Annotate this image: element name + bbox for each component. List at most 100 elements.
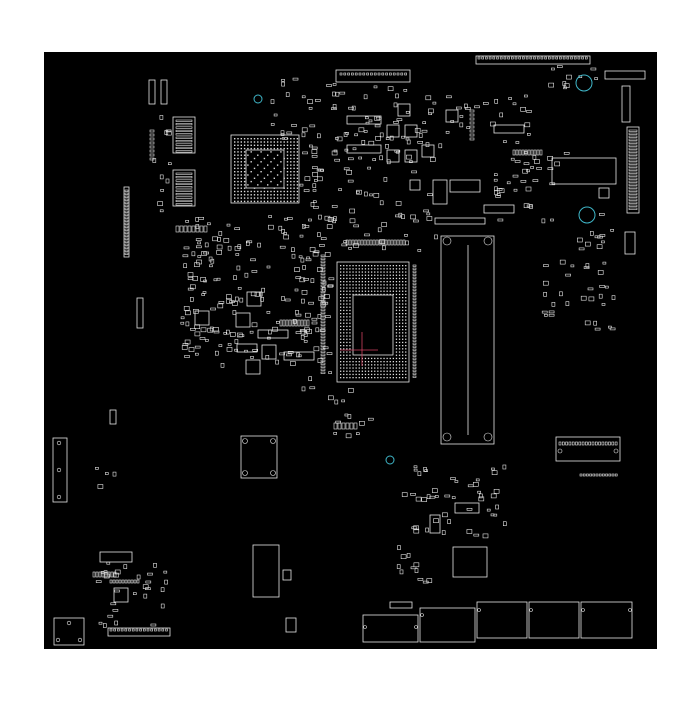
smd-part <box>267 224 274 230</box>
pin <box>320 338 326 341</box>
smd-part <box>312 183 317 188</box>
smd-part <box>254 291 261 297</box>
pin <box>320 281 326 284</box>
smd-part <box>199 337 206 340</box>
cpu-pad <box>340 293 342 296</box>
smd-part <box>379 155 384 161</box>
cpu-pad <box>405 357 407 360</box>
bga-ball <box>283 157 285 160</box>
smd-part <box>294 267 300 272</box>
cpu-pad <box>352 284 354 286</box>
pin <box>496 56 499 60</box>
cpu-pad <box>355 357 357 360</box>
cpu-pad <box>386 357 388 360</box>
smd-part <box>218 344 223 347</box>
cpu-pad <box>349 306 351 308</box>
bga-ball <box>290 138 292 140</box>
cpu-pad <box>349 313 351 315</box>
cpu-pad <box>395 322 398 324</box>
cpu-pad <box>392 268 394 270</box>
cpu-pad <box>380 377 382 379</box>
smd-part <box>252 348 258 352</box>
smd-part <box>332 83 337 86</box>
pin <box>131 628 135 632</box>
pin <box>149 137 155 141</box>
cpu-pad <box>346 335 348 337</box>
bga-ball <box>253 197 256 199</box>
pin <box>573 56 577 60</box>
smd-part <box>588 296 595 302</box>
bga-ball <box>296 161 299 163</box>
bga-ball <box>257 200 259 203</box>
pin <box>320 362 326 365</box>
smd-part <box>541 218 546 224</box>
bga-ball <box>290 161 292 163</box>
chip-left-lower <box>172 169 196 207</box>
smd-part <box>395 201 402 206</box>
bga-ball <box>234 147 236 150</box>
cpu-pad <box>398 281 401 283</box>
cpu-pad <box>377 281 379 283</box>
cpu-pad <box>340 284 342 286</box>
sq-f <box>421 144 435 158</box>
smd-part <box>150 623 157 627</box>
pin <box>175 129 193 132</box>
smd-part <box>409 160 413 163</box>
bga-ball <box>243 167 246 170</box>
bga-ball <box>250 197 252 199</box>
smd-part <box>193 308 199 314</box>
bga-ball <box>253 147 256 150</box>
pin <box>628 138 638 141</box>
smd-part <box>359 420 365 426</box>
cpu-pad <box>380 367 382 369</box>
cpu-pad <box>395 313 398 315</box>
cpu-pad <box>355 281 357 283</box>
bga-ball <box>234 161 236 163</box>
cpu-pad <box>374 281 376 283</box>
smd-part <box>332 104 337 109</box>
pin <box>412 273 417 276</box>
cpu-pad <box>371 265 373 267</box>
smd-part <box>283 232 287 235</box>
cpu-pad <box>402 319 404 321</box>
bga-ball <box>250 171 252 173</box>
pin <box>628 132 638 135</box>
pin <box>412 303 417 306</box>
smd-part <box>290 361 296 366</box>
smd-part <box>570 264 575 268</box>
cpu-pad <box>340 313 342 315</box>
cpu-pad <box>398 313 401 315</box>
pin <box>175 193 193 196</box>
bga-ball <box>273 177 275 179</box>
cpu-pad <box>346 338 348 340</box>
bga-ball <box>250 144 252 146</box>
smd-part <box>106 561 111 565</box>
bga-ball <box>276 138 279 140</box>
pin <box>107 571 111 578</box>
bga-ball <box>293 164 295 166</box>
smd-part <box>514 160 521 163</box>
pin <box>412 285 417 288</box>
cpu-pad <box>346 316 348 318</box>
pin <box>320 326 326 329</box>
cpu-pad <box>392 277 394 280</box>
bottom-port-1 <box>362 614 419 643</box>
bga-ball <box>253 141 256 143</box>
sq-b <box>404 124 418 138</box>
pin <box>320 335 326 338</box>
cpu-pad <box>343 377 345 379</box>
cpu-pad <box>377 284 379 286</box>
smd-part <box>406 139 411 145</box>
smd-part <box>382 245 386 251</box>
pin <box>175 140 193 143</box>
pin <box>510 56 514 60</box>
cpu-pad <box>402 293 404 296</box>
pin <box>113 571 117 578</box>
pin <box>412 282 417 285</box>
sq-c <box>386 149 400 163</box>
pin <box>536 149 540 156</box>
cpu-pad <box>346 329 348 331</box>
cpu-pad <box>349 303 351 305</box>
smd-part <box>314 99 321 102</box>
smd-part <box>417 577 424 581</box>
